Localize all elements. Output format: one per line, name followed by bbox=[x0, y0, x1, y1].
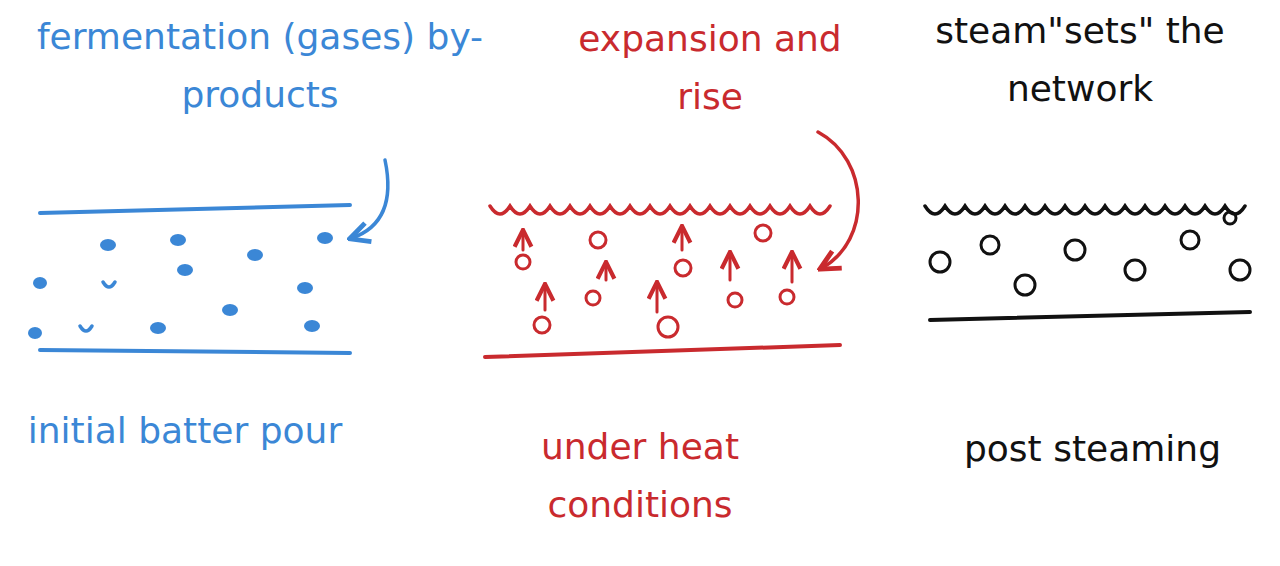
risen-surface bbox=[490, 206, 830, 214]
gas-bubbles bbox=[516, 225, 794, 337]
steamed-panel bbox=[925, 206, 1250, 320]
gas-dots bbox=[28, 232, 333, 339]
set-bubbles bbox=[930, 212, 1250, 295]
batter-panel bbox=[28, 160, 388, 353]
heat-bottom bbox=[485, 345, 840, 357]
leader-arrow bbox=[352, 160, 388, 238]
annotation-label: expansion and rise bbox=[575, 10, 845, 125]
set-surface bbox=[925, 206, 1245, 214]
heat-panel bbox=[485, 132, 858, 357]
steamed-bottom bbox=[930, 312, 1250, 320]
stage-label: initial batter pour bbox=[20, 402, 350, 460]
stage-label: under heat conditions bbox=[480, 418, 800, 533]
stage-label: post steaming bbox=[915, 420, 1270, 478]
rise-arrows bbox=[523, 228, 792, 312]
annotation-label: steam"sets" the network bbox=[915, 2, 1245, 117]
batter-bottom bbox=[40, 350, 350, 353]
batter-top bbox=[40, 205, 350, 213]
leader-arrow bbox=[818, 132, 858, 268]
annotation-label: fermentation (gases) by-products bbox=[25, 8, 495, 123]
